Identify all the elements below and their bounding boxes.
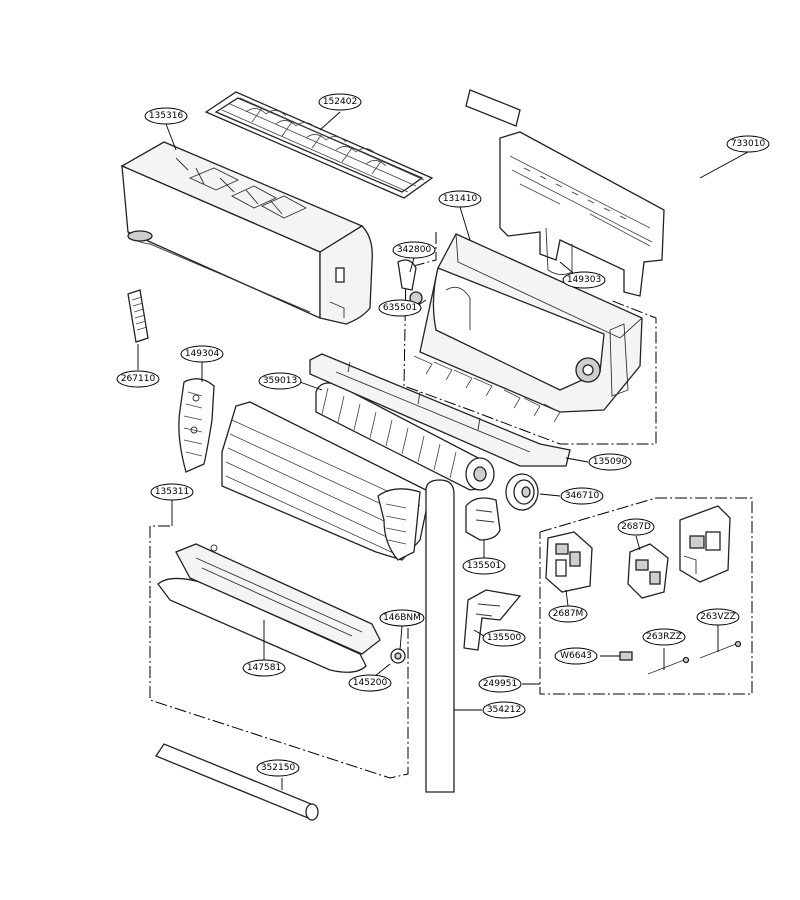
part-label: 135501: [462, 557, 506, 575]
part-label: 263VZZ: [696, 608, 740, 626]
part-label-text: 267110: [121, 374, 156, 384]
part-label-text: 146BNM: [383, 613, 421, 623]
part-label-text: 359013: [263, 376, 297, 386]
part-label-text: 263RZZ: [646, 632, 682, 642]
part-label-text: 149304: [185, 349, 220, 359]
louver-part: [157, 543, 381, 673]
part-label-text: 135316: [149, 111, 184, 121]
part-label-text: 135500: [487, 633, 522, 643]
part-label-text: 352150: [261, 763, 296, 773]
part-label: 635501: [378, 299, 422, 317]
part-label: 135500: [482, 629, 526, 647]
connecting-pipe-part: [155, 743, 319, 821]
part-label-text: 131410: [443, 194, 478, 204]
control-box-part: [679, 505, 731, 583]
part-label: 147581: [242, 659, 286, 677]
air-filter-part: [204, 91, 434, 199]
part-label: 149303: [562, 271, 606, 289]
part-label-text: 2687M: [553, 609, 584, 619]
part-label: 135090: [588, 453, 632, 471]
part-label: 354212: [482, 701, 526, 719]
assembly-frame-louver: [149, 525, 409, 779]
part-label-text: 342800: [397, 245, 432, 255]
part-label: 733010: [726, 135, 770, 153]
part-label-text: 152402: [323, 97, 357, 107]
part-label-text: 145200: [353, 678, 388, 688]
assembly-frame-chassis: [403, 232, 657, 445]
part-label-text: 147581: [247, 663, 281, 673]
louver-motor-part: [390, 648, 406, 664]
drain-hose-part: [425, 479, 455, 793]
display-pcb-part: [627, 543, 669, 599]
part-label: W6643: [554, 647, 598, 665]
leader-lines: [137, 111, 749, 790]
part-label-text: 249951: [483, 679, 517, 689]
part-label-text: 263VZZ: [700, 612, 736, 622]
remote-control-part: [127, 289, 149, 343]
motor-cover-part: [465, 497, 501, 541]
part-label: 2687M: [548, 605, 588, 623]
crossflow-fan-part: [315, 382, 495, 491]
part-label: 267110: [116, 370, 160, 388]
front-panel-part: [120, 141, 373, 325]
part-label-text: W6643: [560, 651, 592, 661]
part-label: 146BNM: [379, 609, 425, 627]
fan-bearing-part: [505, 473, 539, 511]
part-label: 263RZZ: [642, 628, 686, 646]
motor-holder-part: [463, 589, 522, 651]
part-label: 352150: [256, 759, 300, 777]
main-pcb-part: [545, 531, 593, 593]
part-label-text: 135311: [155, 487, 189, 497]
part-label: 359013: [258, 372, 302, 390]
part-label-text: 354212: [487, 705, 521, 715]
part-label: 131410: [438, 190, 482, 208]
part-label-text: 135090: [593, 457, 628, 467]
part-label-text: 2687D: [621, 522, 651, 532]
part-label: 135311: [150, 483, 194, 501]
part-label: 249951: [478, 675, 522, 693]
chassis-part: [413, 233, 643, 423]
part-label-text: 149303: [567, 275, 601, 285]
evaporator-part: [221, 401, 431, 561]
label-sticker: [465, 89, 521, 127]
part-label: 2687D: [617, 518, 655, 536]
part-label-text: 135501: [467, 561, 501, 571]
mounting-plate-part: [499, 131, 665, 297]
part-label: 342800: [392, 241, 436, 259]
part-label-text: 733010: [731, 139, 766, 149]
part-label: 135316: [144, 107, 188, 125]
part-label: 152402: [318, 93, 362, 111]
part-label: 145200: [348, 674, 392, 692]
side-bracket-part: [178, 378, 215, 473]
wire-harness-part: [619, 640, 742, 675]
assembly-frame-pcb: [539, 497, 753, 695]
step-motor-part: [397, 259, 423, 305]
part-label: 346710: [560, 487, 604, 505]
part-label: 149304: [180, 345, 224, 363]
part-label-text: 346710: [565, 491, 600, 501]
part-label-text: 635501: [383, 303, 417, 313]
